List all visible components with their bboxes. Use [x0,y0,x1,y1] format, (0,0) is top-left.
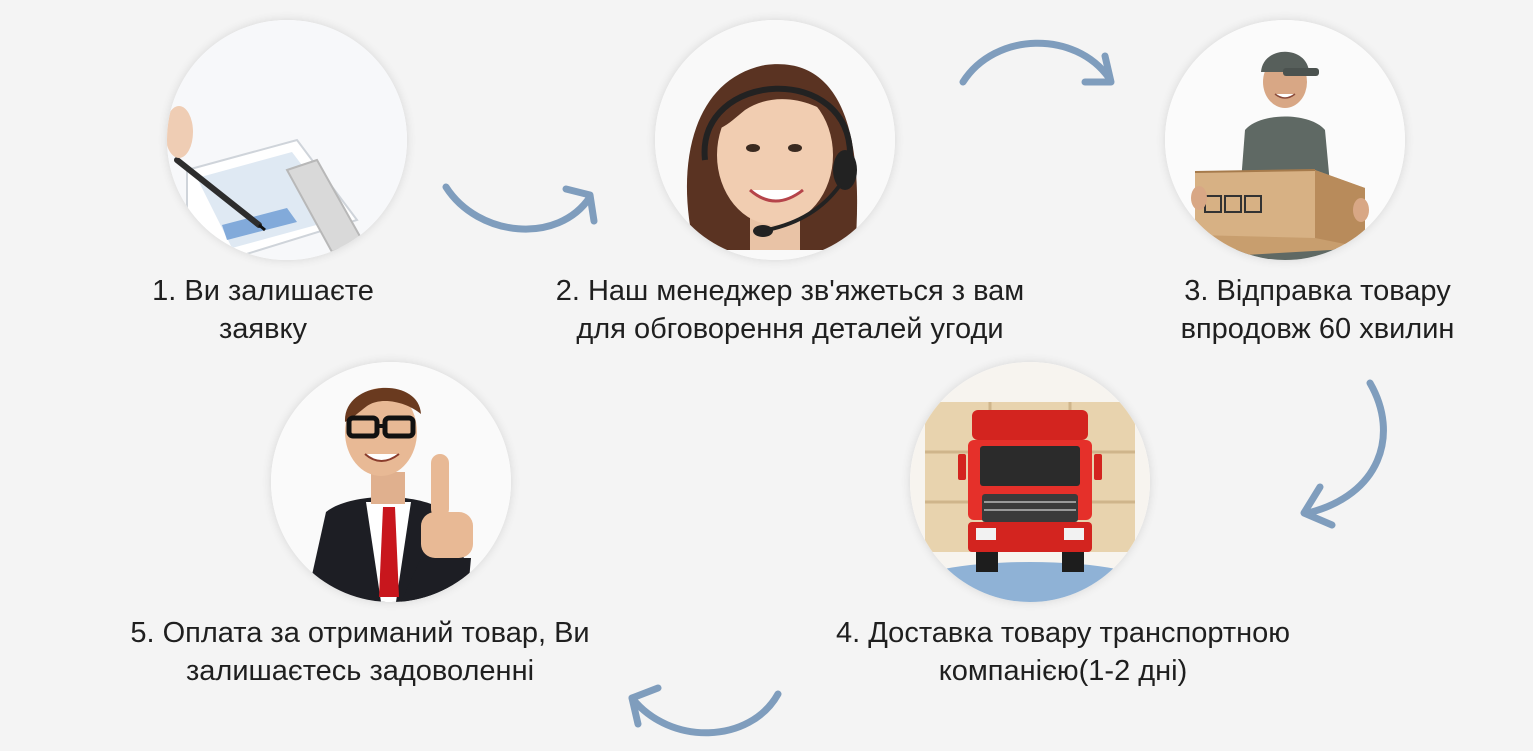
arrow-2-to-3-icon [959,39,1115,86]
arrow-1-to-2-icon [442,183,598,233]
step-1-caption: 1. Ви залишаєте заявку [128,272,398,348]
step-1-text-1: Ви залишаєте [184,275,374,307]
step-1-number: 1. [152,275,177,307]
step-3-caption: 3. Відправка товару впродовж 60 хвилин [1145,272,1490,348]
step-5-line1: 5. Оплата за отриманий товар, Ви [90,614,630,652]
step-4-number: 4. [835,617,861,649]
truck-illustration [910,362,1150,602]
businessman-illustration [271,362,511,602]
step-5-image [271,362,511,602]
step-2-caption: 2. Наш менеджер зв'яжеться з вам для обг… [515,272,1065,348]
step-5-text-1: Оплата за отриманий товар, Ви [162,617,590,649]
step-4-image [910,362,1150,602]
step-2-image [655,20,895,260]
step-3-text-1: Відправка товару [1216,275,1451,307]
step-2-line1: 2. Наш менеджер зв'яжеться з вам [515,272,1065,310]
step-2-line2: для обговорення деталей угоди [576,313,1004,345]
step-1-line1: 1. Ви залишаєте [128,272,398,310]
step-5-caption: 5. Оплата за отриманий товар, Ви залишає… [90,614,630,690]
step-5-line2: залишаєтесь задоволенні [185,655,535,687]
call-operator-illustration [655,20,895,260]
arrow-4-to-5-icon [628,684,782,737]
step-2-number: 2. [555,275,580,307]
courier-box-illustration [1165,20,1405,260]
step-3-number: 3. [1184,275,1209,307]
step-1-line2: заявку [218,313,308,345]
step-4-line2: компанією(1-2 дні) [938,655,1188,687]
step-3-line1: 3. Відправка товару [1145,272,1490,310]
step-2-text-1: Наш менеджер зв'яжеться з вам [587,275,1025,307]
step-4-line1: 4. Доставка товару транспортною [793,614,1333,652]
step-3-line2: впродовж 60 хвилин [1180,313,1455,345]
step-4-caption: 4. Доставка товару транспортною компаніє… [793,614,1333,690]
step-3-image [1165,20,1405,260]
step-4-text-1: Доставка товару транспортною [868,617,1291,649]
step-5-number: 5. [130,617,155,649]
tablet-stylus-illustration [167,20,407,260]
arrow-3-to-4-icon [1300,379,1387,529]
step-1-image [167,20,407,260]
